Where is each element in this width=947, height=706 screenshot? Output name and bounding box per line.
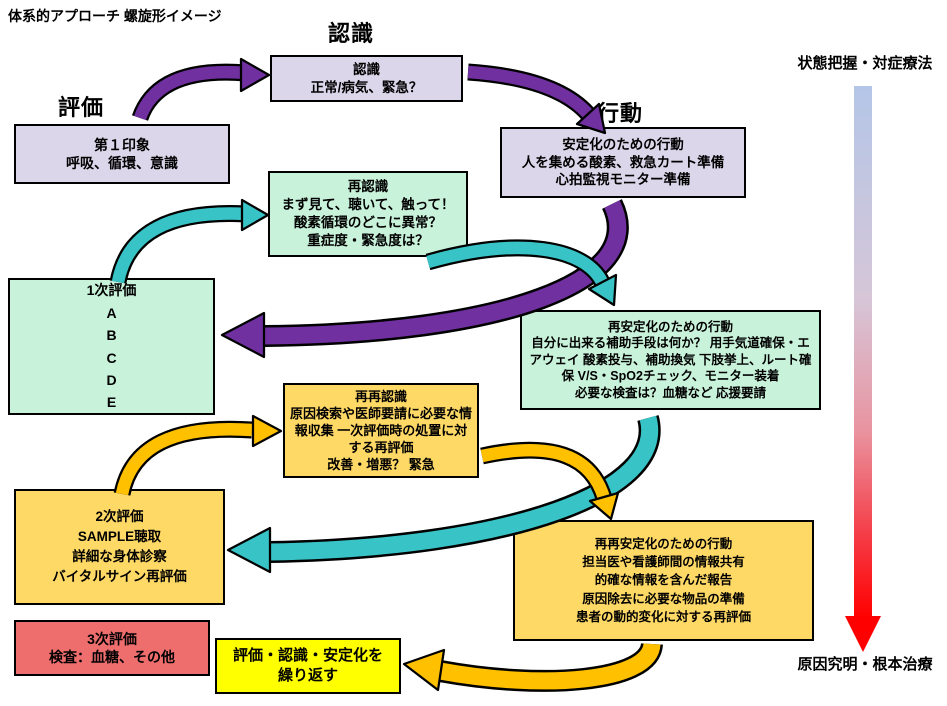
box-re-re-recognition-title: 再再認識 (354, 388, 407, 404)
box-primary-evaluation-e: E (106, 394, 117, 411)
box-re-re-recognition-body: 原因検索や医師要請に必要な情報収集 一次評価時の処置に対する再評価 (290, 405, 473, 456)
box-primary-evaluation-title: 1次評価 (86, 282, 137, 299)
box-re-stabilization-title: 再安定化のための行動 (607, 319, 733, 334)
box-recognition: 認識 正常/病気、緊急？ (270, 55, 463, 102)
severity-gradient-arrow (845, 86, 881, 652)
arrow-re-re-stabilization-to-repeat (402, 641, 663, 692)
severity-gradient-arrowhead (845, 616, 881, 652)
box-primary-evaluation: 1次評価 A B C D E (8, 278, 215, 415)
arrow-primary-to-re-recognition (109, 198, 270, 284)
box-stabilization-line1: 人を集める酸素、救急カート準備 (521, 154, 725, 170)
box-re-recognition-line3: 重症度・緊急度は？ (307, 232, 429, 248)
box-secondary-evaluation-line3: バイタルサイン再評価 (52, 569, 187, 585)
arrow-evaluation-to-recognition (131, 57, 271, 122)
heading-evaluation: 評価 (58, 95, 105, 120)
box-re-recognition-title: 再認識 (347, 179, 389, 195)
arrow-re-re-recognition-to-re-re-stabilization (480, 441, 620, 521)
box-secondary-evaluation: 2次評価 SAMPLE聴取 詳細な身体診察 バイタルサイン再評価 (14, 489, 225, 605)
box-re-stabilization-last: 必要な検査は？血糖など 応援要請 (575, 385, 766, 400)
severity-gradient-shaft (854, 86, 872, 618)
box-re-re-stabilization-line2: 的確な情報を含んだ報告 (594, 573, 733, 588)
box-secondary-evaluation-line1: SAMPLE聴取 (77, 528, 162, 544)
arrow-recognition-to-action (467, 63, 607, 135)
box-re-re-stabilization-line4: 患者の動的変化に対する再評価 (575, 609, 751, 624)
box-re-stabilization: 再安定化のための行動 自分に出来る補助手段は何か？ 用手気道確保・エアウェイ 酸… (520, 310, 821, 410)
box-repeat-cycle-line1: 評価・認識・安定化を (232, 647, 383, 665)
page-title: 体系的アプローチ 螺旋形イメージ (8, 8, 222, 24)
box-primary-evaluation-a: A (106, 304, 117, 321)
label-symptomatic-treatment: 状態把握・対症療法 (797, 55, 933, 72)
box-tertiary-evaluation-line: 検査：血糖、その他 (49, 649, 175, 665)
box-first-impression-line: 呼吸、循環、意識 (66, 155, 178, 171)
box-recognition-line: 正常/病気、緊急？ (310, 79, 423, 95)
box-secondary-evaluation-title: 2次評価 (95, 508, 144, 524)
box-stabilization: 安定化のための行動 人を集める酸素、救急カート準備 心拍監視モニター準備 (500, 127, 746, 198)
box-re-recognition-line2: 酸素循環のどこに異常？ (293, 215, 443, 230)
box-stabilization-title: 安定化のための行動 (562, 136, 684, 152)
heading-recognition: 認識 (328, 21, 375, 46)
box-re-stabilization-body: 自分に出来る補助手段は何か？ 用手気道確保・エアウェイ 酸素投与、補助換気 下肢… (529, 336, 812, 384)
box-re-re-stabilization-title: 再再安定化のための行動 (594, 537, 733, 552)
box-primary-evaluation-d: D (106, 371, 117, 388)
box-primary-evaluation-b: B (106, 327, 117, 344)
box-tertiary-evaluation: 3次評価 検査：血糖、その他 (14, 620, 210, 676)
label-root-cause-treatment: 原因究明・根本治療 (797, 656, 933, 673)
box-primary-evaluation-c: C (106, 349, 117, 366)
box-re-re-stabilization-line3: 原因除去に必要な物品の準備 (582, 591, 745, 606)
box-stabilization-line2: 心拍監視モニター準備 (555, 172, 691, 188)
heading-action: 行動 (597, 101, 644, 126)
box-re-re-stabilization: 再再安定化のための行動 担当医や看護師間の情報共有 的確な情報を含んだ報告 原因… (513, 520, 814, 641)
box-re-recognition: 再認識 まず見て、聴いて、触って！ 酸素循環のどこに異常？ 重症度・緊急度は？ (268, 171, 468, 257)
box-first-impression-title: 第１印象 (94, 136, 150, 153)
box-re-re-recognition-last: 改善・増悪？ 緊急 (327, 457, 435, 473)
box-repeat-cycle: 評価・認識・安定化を 繰り返す (215, 638, 401, 694)
box-recognition-title: 認識 (353, 61, 380, 77)
arrow-secondary-to-re-re-recognition (113, 414, 283, 496)
box-re-re-stabilization-line1: 担当医や看護師間の情報共有 (582, 555, 745, 570)
box-re-recognition-line1: まず見て、聴いて、触って！ (281, 197, 455, 213)
box-first-impression: 第１印象 呼吸、循環、意識 (14, 124, 230, 184)
box-secondary-evaluation-line2: 詳細な身体診察 (72, 549, 167, 564)
box-re-re-recognition: 再再認識 原因検索や医師要請に必要な情報収集 一次評価時の処置に対する再評価 改… (283, 383, 479, 478)
box-repeat-cycle-line2: 繰り返す (277, 667, 338, 684)
box-tertiary-evaluation-title: 3次評価 (87, 630, 137, 647)
